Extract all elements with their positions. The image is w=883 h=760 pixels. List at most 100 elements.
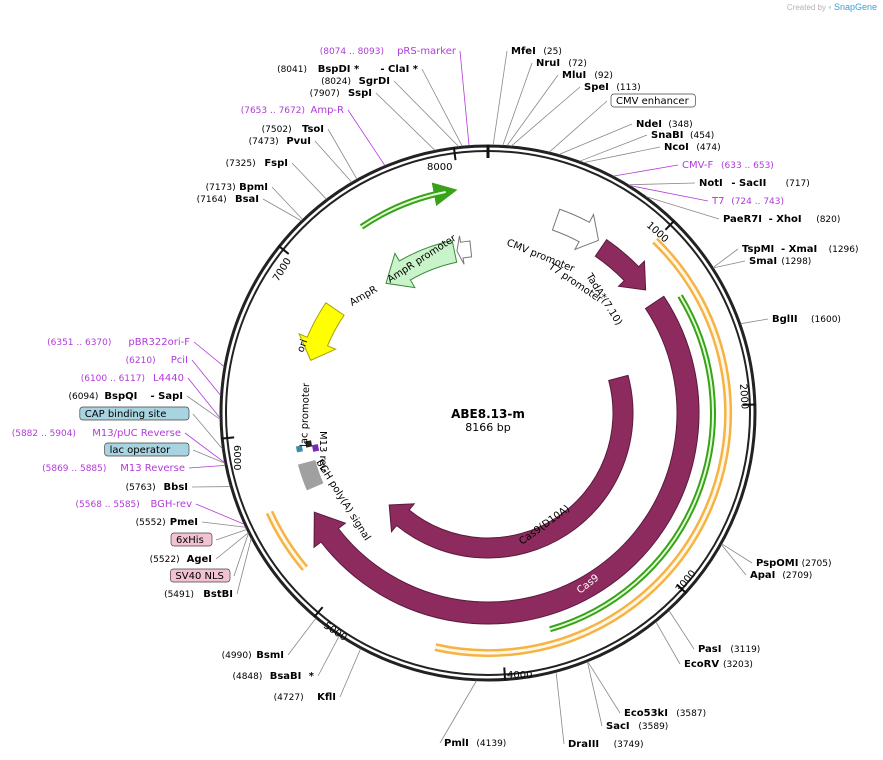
site-sgrdi[interactable]: SgrDI(8024) — [321, 76, 460, 147]
snapgene-branding: Created by ◦ SnapGene — [787, 2, 877, 12]
tick-label-8000: 8000 — [427, 162, 452, 173]
site-name: pRS-marker — [397, 46, 457, 57]
site-ecorv[interactable]: EcoRV(3203) — [655, 621, 753, 670]
site-name: CMV-F — [682, 160, 713, 171]
site-bpmi[interactable]: BpmI(7173) — [206, 182, 303, 220]
site-leader-line — [492, 50, 508, 146]
site-leader-line — [629, 185, 709, 202]
feature-label-box — [79, 406, 190, 421]
site-tspmi[interactable]: TspMI- XmaI(1296) — [712, 244, 859, 268]
orange-feature-band-2-core — [268, 511, 307, 570]
site-pcii[interactable]: PciI(6210) — [126, 355, 221, 396]
site-saci[interactable]: SacI(3589) — [587, 661, 668, 732]
site-cmv-enhancer[interactable]: CMV enhancer — [549, 93, 696, 153]
site-name: SspI — [348, 88, 372, 99]
site-name: EcoRV — [684, 659, 719, 670]
site-name: BsaI — [235, 194, 259, 205]
orange-feature-band-core — [435, 239, 730, 655]
site-position: (3119) — [730, 645, 760, 655]
site-leader-line — [740, 318, 769, 325]
site-bsabi[interactable]: *BsaBI(4848) — [232, 635, 340, 682]
site-m13-reverse[interactable]: M13 Reverse(5869 .. 5885) — [42, 463, 226, 474]
site-position: (5491) — [164, 590, 194, 600]
site-name: KflI — [317, 692, 336, 703]
site-cmv-f[interactable]: CMV-F(633 .. 653) — [613, 160, 774, 177]
site-fspi[interactable]: FspI(7325) — [226, 158, 327, 200]
feature-label-ampr: AmpR — [348, 284, 379, 308]
feature-label-box — [170, 568, 231, 583]
site-leader-line — [233, 533, 249, 577]
site-bstbi[interactable]: BstBI(5491) — [164, 538, 252, 600]
site-name: DraIII — [568, 739, 599, 750]
site-name: MfeI — [511, 46, 536, 57]
site-position: (7653 .. 7672) — [241, 106, 305, 116]
site-pspomi[interactable]: PspOMI(2705) — [721, 543, 832, 569]
site-position: (3587) — [676, 709, 706, 719]
site-6xhis[interactable]: 6xHis — [170, 529, 247, 547]
site-name-2: - SacII — [731, 178, 766, 189]
site-name: L4440 — [153, 373, 184, 384]
site-eco53ki[interactable]: Eco53kI(3587) — [587, 661, 706, 719]
site-smai[interactable]: SmaI(1298) — [713, 256, 811, 269]
site-bbsi[interactable]: BbsI(5763) — [126, 482, 231, 493]
map-geometry — [221, 145, 756, 681]
site-leader-line — [192, 413, 223, 450]
site-name: NdeI — [636, 119, 662, 130]
site-ncoi[interactable]: NcoI(474) — [583, 142, 721, 164]
site-sv40-nls[interactable]: SV40 NLS — [170, 533, 249, 583]
site-nrui[interactable]: NruI(72) — [502, 58, 587, 146]
site-leader-line — [186, 395, 221, 420]
site-apai[interactable]: ApaI(2709) — [721, 544, 812, 581]
site-leader-line — [587, 661, 603, 727]
site-position: (8024) — [321, 77, 351, 87]
site-name: BGH-rev — [150, 499, 192, 510]
site-paer7i[interactable]: PaeR7I- XhoI(820) — [645, 196, 840, 225]
site-position: (6094) — [68, 392, 98, 402]
site-leader-line — [721, 544, 747, 576]
site-mlui[interactable]: MluI(92) — [506, 70, 613, 146]
site-ndei[interactable]: NdeI(348) — [558, 119, 693, 155]
site-position: (92) — [594, 71, 612, 81]
site-bglii[interactable]: BglII(1600) — [740, 314, 841, 325]
site-labels: MfeI(25)NruI(72)MluI(92)SpeI(113)CMV enh… — [12, 46, 859, 750]
site-leader-line — [579, 134, 648, 162]
site-lac-operator[interactable]: lac operator — [104, 442, 225, 464]
site-pvui[interactable]: PvuI(7473) — [249, 136, 353, 183]
site-bspdi-[interactable]: - ClaI *BspDI *(8041) — [277, 64, 463, 147]
site-bsai[interactable]: BsaI(7164) — [197, 194, 302, 222]
site-name: PmlI — [444, 738, 469, 749]
site-draiii[interactable]: DraIII(3749) — [555, 672, 644, 750]
site-leader-line — [712, 248, 739, 268]
site-name: M13/pUC Reverse — [92, 428, 181, 439]
site-noti[interactable]: NotI- SacII(717) — [628, 178, 810, 189]
site-sspi[interactable]: SspI(7907) — [310, 88, 436, 151]
site-agei[interactable]: AgeI(5522) — [150, 532, 249, 565]
site-pmli[interactable]: PmlI(4139) — [439, 680, 506, 749]
site-m13-puc-reverse[interactable]: M13/pUC Reverse(5882 .. 5904) — [12, 428, 225, 464]
small-feature-1 — [305, 440, 313, 448]
site-bgh-rev[interactable]: BGH-rev(5568 .. 5585) — [76, 499, 245, 525]
site-tsoi[interactable]: TsoI(7502) — [262, 124, 358, 180]
site-cap-binding-site[interactable]: CAP binding site — [79, 406, 223, 450]
site-leader-line — [287, 618, 317, 656]
site-name: PasI — [698, 644, 721, 655]
site-pbr322ori-f[interactable]: pBR322ori-F(6351 .. 6370) — [47, 337, 225, 367]
site-pmei[interactable]: PmeI(5552) — [136, 517, 246, 528]
site-t7[interactable]: T7(724 .. 743) — [629, 185, 784, 207]
site-bsmi[interactable]: BsmI(4990) — [222, 618, 317, 661]
site-kfli[interactable]: KflI(4727) — [274, 648, 361, 703]
site-snabi[interactable]: SnaBI(454) — [579, 130, 714, 162]
site-mfei[interactable]: MfeI(25) — [492, 46, 562, 146]
site-pasi[interactable]: PasI (3119) — [668, 610, 760, 655]
site-position: (8041) — [277, 65, 307, 75]
site-amp-r[interactable]: Amp-R(7653 .. 7672) — [241, 105, 386, 166]
site-name: SpeI — [584, 82, 609, 93]
site-leader-line — [317, 635, 340, 677]
site-leader-line — [502, 62, 533, 146]
site-prs-marker[interactable]: pRS-marker(8074 .. 8093) — [320, 46, 470, 146]
site-leader-line — [193, 341, 225, 367]
site-l4440[interactable]: L4440(6100 .. 6117) — [81, 373, 221, 419]
site-spei[interactable]: SpeI(113) — [511, 82, 641, 147]
site-position: (2705) — [802, 559, 832, 569]
